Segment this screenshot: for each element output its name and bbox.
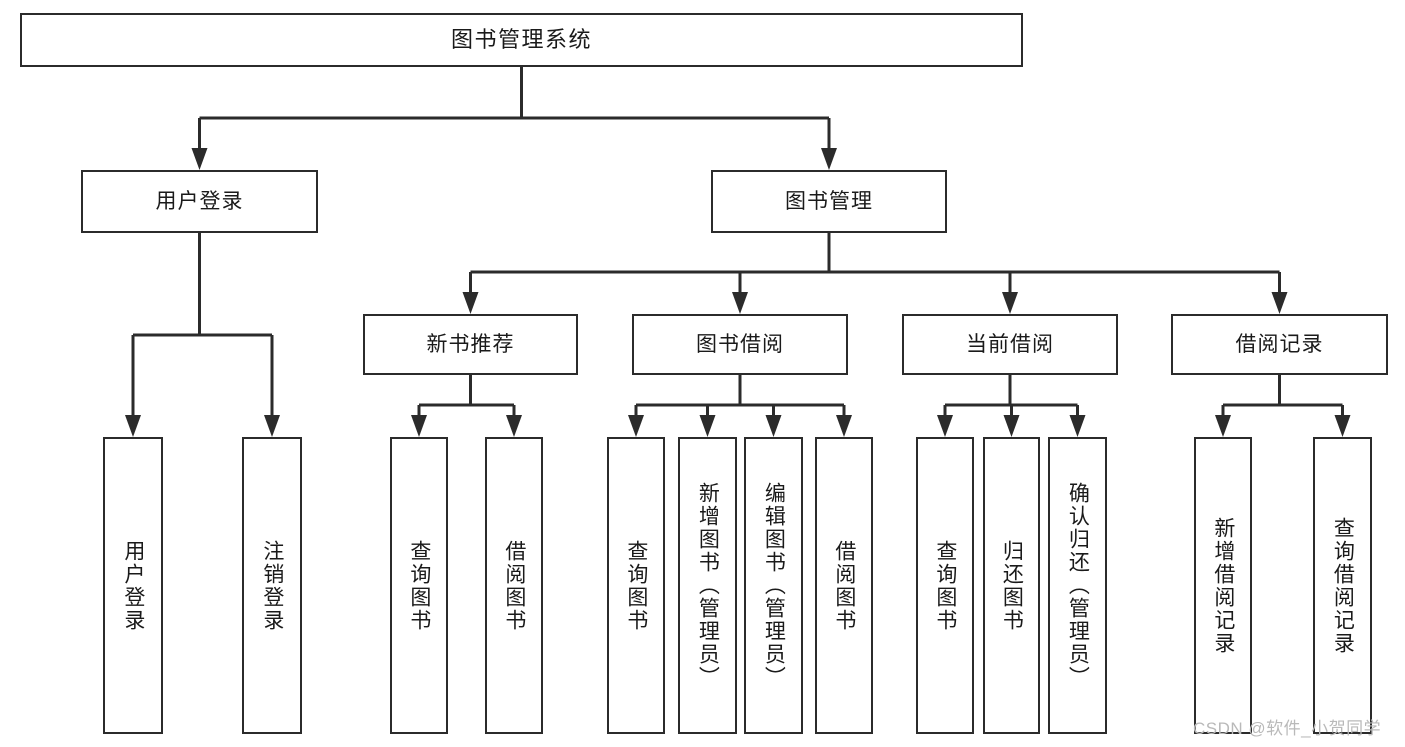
arrow-head-icon	[836, 415, 852, 437]
watermark-text: CSDN @软件_小贺同学	[1193, 719, 1382, 738]
node-label: 新增图书（管理员）	[696, 482, 720, 689]
arrow-head-icon	[462, 292, 479, 314]
arrow-head-icon	[191, 148, 208, 170]
arrow-head-icon	[1069, 415, 1086, 437]
node-leaf-rec-borrow-book[interactable]: 借阅图书	[485, 437, 543, 734]
arrow-head-icon	[1003, 415, 1020, 437]
arrow-head-icon	[1215, 415, 1231, 437]
arrow-heads	[125, 148, 1351, 437]
node-l3-book-borrow[interactable]: 图书借阅	[632, 314, 848, 375]
arrow-head-icon	[1002, 292, 1018, 314]
arrow-head-icon	[821, 148, 837, 170]
node-leaf-bb-query-book[interactable]: 查询图书	[607, 437, 665, 734]
node-root[interactable]: 图书管理系统	[20, 13, 1023, 67]
node-leaf-bb-edit-book[interactable]: 编辑图书（管理员）	[744, 437, 803, 734]
arrow-head-icon	[699, 415, 716, 437]
node-label: 图书管理	[785, 189, 873, 213]
node-label: 新书推荐	[426, 332, 515, 356]
node-l3-current-borrow[interactable]: 当前借阅	[902, 314, 1118, 375]
node-leaf-cb-return-book[interactable]: 归还图书	[983, 437, 1040, 734]
node-leaf-bb-borrow-book[interactable]: 借阅图书	[815, 437, 873, 734]
arrow-head-icon	[506, 415, 522, 437]
node-label: 借阅图书	[502, 539, 526, 632]
node-label: 查询图书	[933, 539, 957, 632]
node-label: 当前借阅	[966, 332, 1054, 356]
arrow-head-icon	[1334, 415, 1351, 437]
node-label: 归还图书	[1000, 539, 1024, 632]
node-label: 查询图书	[624, 539, 648, 632]
node-label: 用户登录	[121, 539, 145, 632]
arrow-head-icon	[125, 415, 141, 437]
node-l2-book-manage[interactable]: 图书管理	[711, 170, 947, 233]
node-l2-user-login[interactable]: 用户登录	[81, 170, 318, 233]
arrow-head-icon	[264, 415, 280, 437]
node-label: 查询借阅记录	[1331, 516, 1355, 655]
node-label: 新增借阅记录	[1211, 516, 1235, 655]
node-leaf-logout[interactable]: 注销登录	[242, 437, 302, 734]
arrow-head-icon	[628, 415, 644, 437]
arrow-head-icon	[411, 415, 427, 437]
arrow-head-icon	[732, 292, 748, 314]
node-label: 注销登录	[260, 539, 284, 632]
arrow-head-icon	[1271, 292, 1288, 314]
node-label: 借阅记录	[1235, 332, 1324, 356]
node-l3-borrow-record[interactable]: 借阅记录	[1171, 314, 1388, 375]
node-label: 查询图书	[407, 539, 431, 632]
node-leaf-rec-query-book[interactable]: 查询图书	[390, 437, 448, 734]
node-leaf-cb-confirm-return[interactable]: 确认归还（管理员）	[1048, 437, 1107, 734]
node-leaf-br-add-record[interactable]: 新增借阅记录	[1194, 437, 1252, 734]
node-label: 图书借阅	[696, 332, 784, 356]
node-label: 图书管理系统	[450, 26, 592, 52]
node-label: 用户登录	[155, 189, 244, 213]
node-label: 确认归还（管理员）	[1066, 482, 1090, 689]
node-leaf-br-query-record[interactable]: 查询借阅记录	[1313, 437, 1372, 734]
arrow-head-icon	[765, 415, 782, 437]
node-leaf-cb-query-book[interactable]: 查询图书	[916, 437, 974, 734]
node-leaf-user-login[interactable]: 用户登录	[103, 437, 163, 734]
node-l3-new-book-rec[interactable]: 新书推荐	[363, 314, 578, 375]
arrow-head-icon	[937, 415, 953, 437]
node-leaf-bb-add-book[interactable]: 新增图书（管理员）	[678, 437, 737, 734]
node-label: 编辑图书（管理员）	[762, 482, 786, 689]
node-label: 借阅图书	[832, 539, 856, 632]
